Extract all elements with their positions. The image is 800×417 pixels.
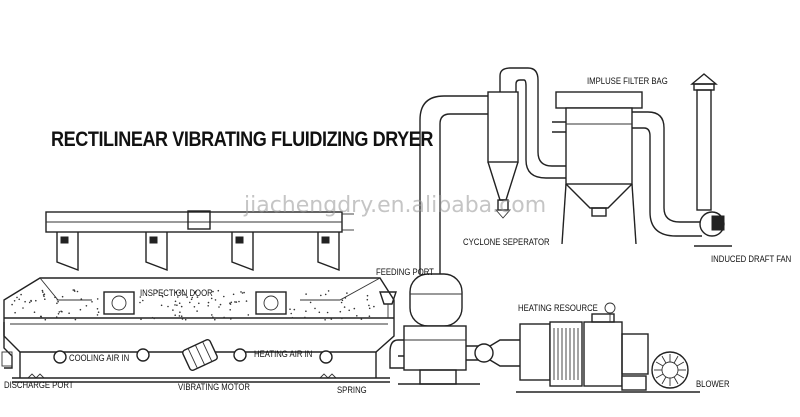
filter-bag-house — [552, 91, 702, 245]
cyclone-separator — [487, 67, 566, 219]
label-feeding-port: FEEDING PORT — [376, 267, 434, 277]
label-induced-draft-fan: INDUCED DRAFT FAN — [711, 254, 792, 264]
page-title: RECTILINEAR VIBRATING FLUIDIZING DRYER — [51, 128, 433, 151]
exhaust-header — [45, 210, 354, 233]
label-blower: BLOWER — [696, 379, 730, 389]
label-cyclone-separator: CYCLONE SEPERATOR — [463, 237, 550, 247]
label-heating-resource: HEATING RESOURCE — [518, 303, 598, 313]
label-inspection-door: INSPECTION DOOR — [140, 288, 213, 298]
label-cooling-air-in: COOLING AIR IN — [69, 353, 130, 363]
label-discharge-port: DISCHARGE PORT — [4, 380, 74, 390]
material-bed — [11, 289, 375, 321]
label-spring: SPRING — [337, 385, 367, 395]
label-heating-air-in: HEATING AIR IN — [254, 349, 313, 359]
exhaust-ducts — [56, 232, 340, 272]
label-vibrating-motor: VIBRATING MOTOR — [178, 382, 250, 392]
induced-draft-fan — [690, 73, 732, 247]
heating-resource — [466, 302, 700, 393]
watermark: jiachengdry.en.alibaba.com — [244, 193, 547, 218]
dryer-body — [1, 277, 395, 383]
label-impulse-filter-bag: IMPLUSE FILTER BAG — [587, 76, 668, 86]
cyclone-column — [379, 95, 490, 385]
